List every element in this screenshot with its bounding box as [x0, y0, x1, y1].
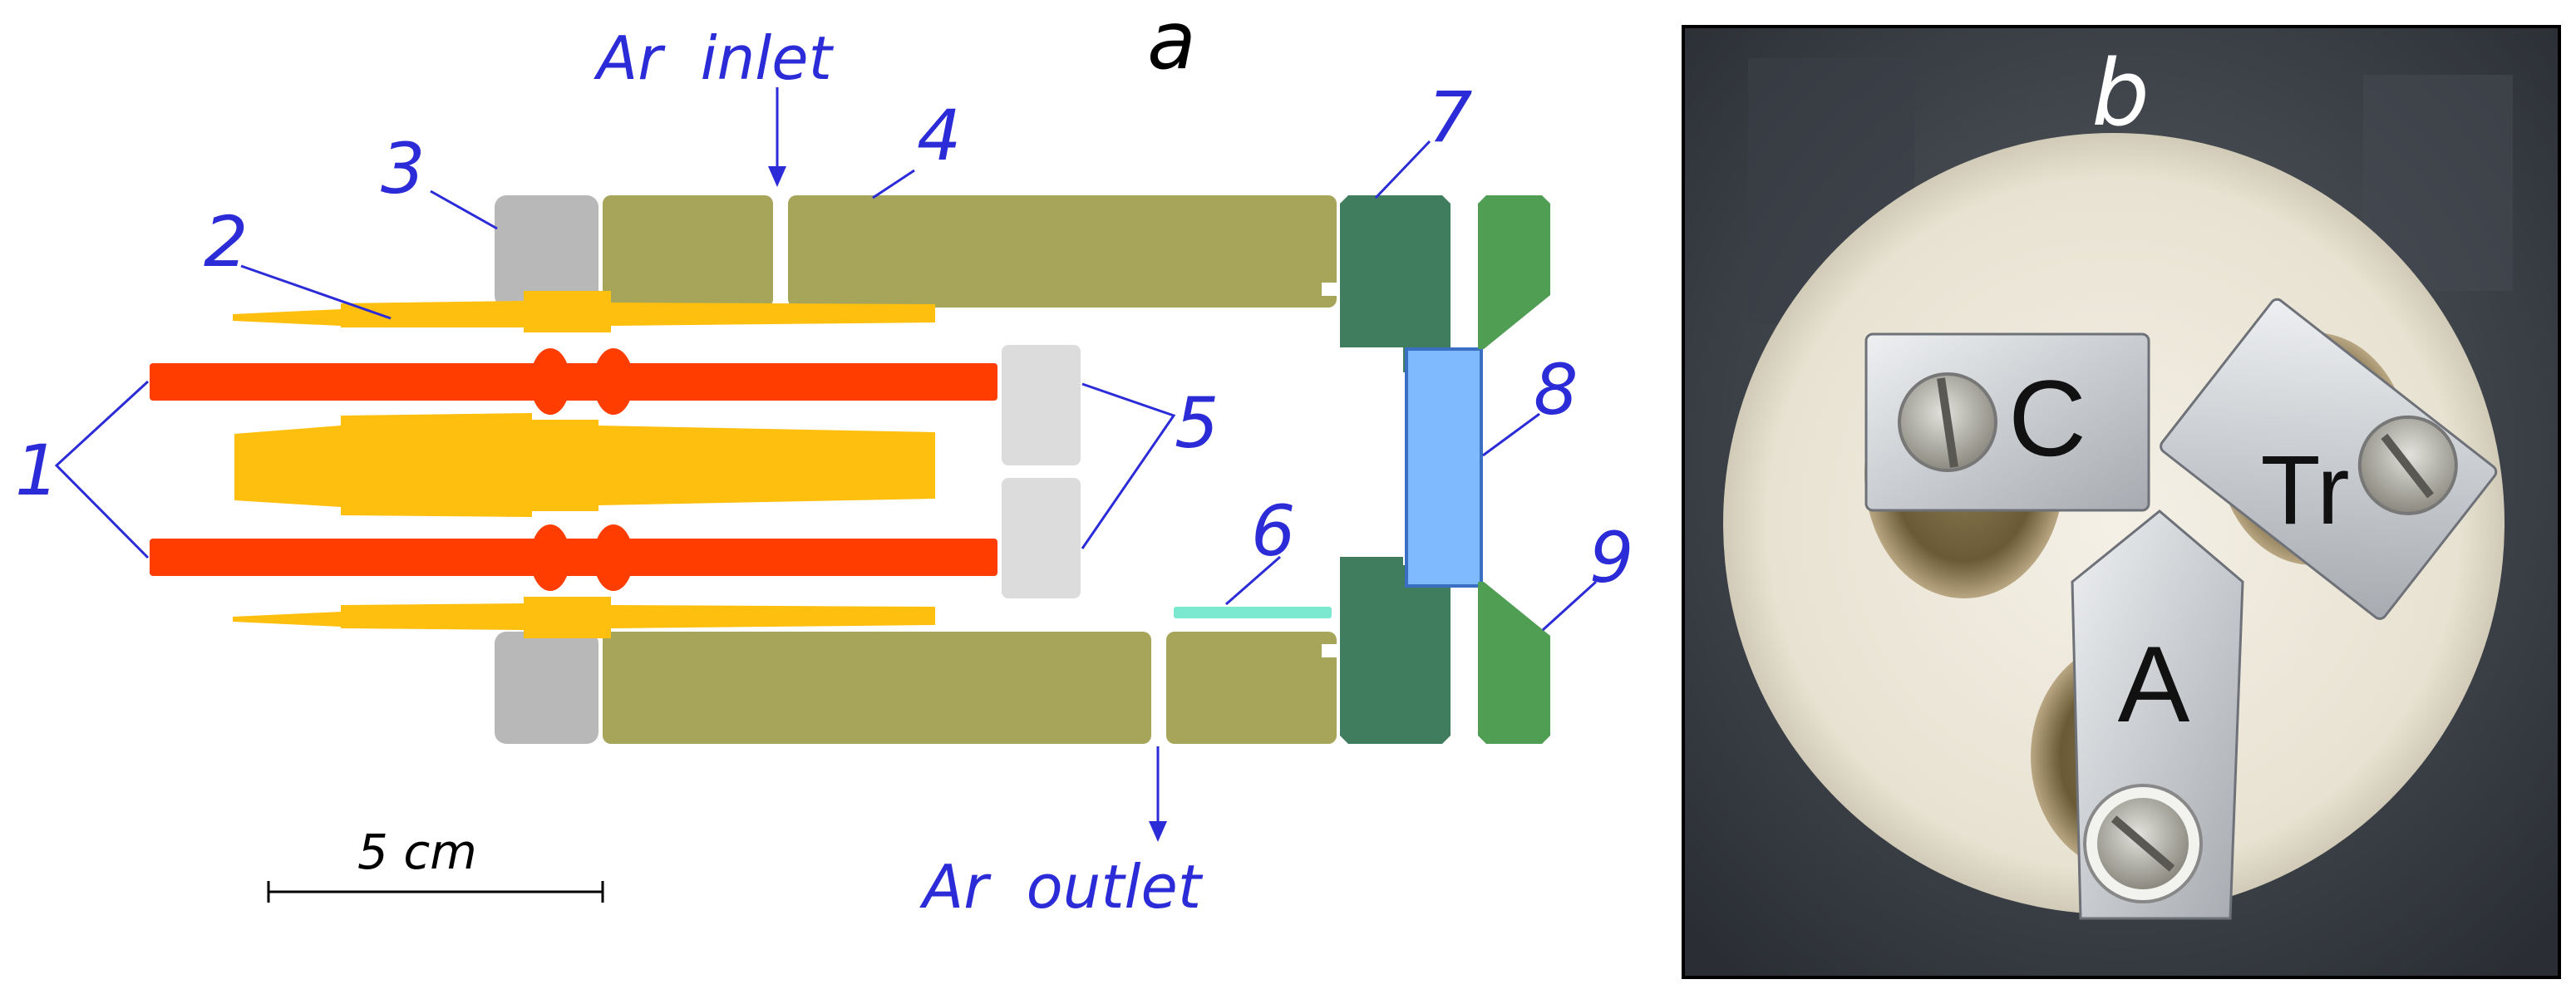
electrode-c-label: C	[2008, 357, 2086, 479]
callout-7: 7	[1428, 76, 1472, 158]
brass-sleeve-top	[233, 291, 935, 332]
leader-9	[1541, 580, 1598, 632]
insert-lower	[1002, 478, 1081, 598]
olive-body-bottom-left	[603, 632, 1151, 744]
electrode-a: A	[2071, 509, 2244, 920]
ar-inlet-arrowhead	[768, 166, 786, 187]
ar-inlet-label: Ar inlet	[594, 23, 835, 93]
callout-1: 1	[15, 430, 59, 511]
leader-2	[240, 264, 392, 320]
rod-bead	[530, 348, 570, 415]
dark-green-flange-top	[1340, 195, 1451, 372]
callout-2: 2	[204, 201, 248, 283]
gray-flange-bottom	[495, 632, 598, 744]
olive-notch-top	[1322, 283, 1340, 296]
photo-frame	[1682, 25, 2561, 979]
rod-bead	[594, 524, 633, 591]
panel-a-letter: a	[1147, 0, 1196, 87]
electrode-c: C	[1864, 332, 2150, 512]
callout-3: 3	[381, 128, 425, 209]
electrode-tr-label: Tr	[2261, 436, 2350, 545]
leader-5	[1081, 382, 1176, 549]
olive-body-bottom-right	[1166, 632, 1337, 744]
callout-8: 8	[1534, 349, 1578, 431]
leader-3	[430, 189, 498, 230]
callout-4: 4	[917, 95, 961, 176]
callout-5: 5	[1175, 382, 1219, 464]
sample-plate	[1174, 607, 1332, 618]
callout-6: 6	[1251, 490, 1295, 572]
electrode-a-label: A	[2118, 623, 2190, 745]
callout-9: 9	[1589, 517, 1633, 598]
dark-green-flange-bottom	[1340, 557, 1451, 744]
electrode-tr	[2160, 298, 2498, 620]
panel-b-letter: b	[2091, 40, 2150, 146]
leader-1	[54, 380, 150, 559]
olive-body-top-left	[603, 195, 773, 308]
electrode-rod-lower	[150, 539, 997, 576]
green-cap-top	[1478, 195, 1550, 349]
scale-label: 5 cm	[357, 824, 477, 880]
ar-outlet-arrowhead	[1149, 821, 1167, 842]
ar-outlet-label: Ar outlet	[919, 852, 1204, 922]
brass-center-block	[234, 413, 935, 517]
rod-bead	[594, 348, 633, 415]
rod-bead	[530, 524, 570, 591]
olive-body-top-right	[788, 195, 1337, 308]
leader-7	[1374, 140, 1431, 199]
leader-6	[1225, 555, 1281, 606]
electrode-rod-upper	[150, 363, 997, 401]
olive-notch-bottom	[1322, 644, 1340, 657]
leader-4	[872, 169, 915, 199]
window	[1405, 347, 1483, 588]
leader-8	[1482, 412, 1540, 457]
insert-upper	[1002, 345, 1081, 465]
green-cap-bottom	[1478, 582, 1550, 744]
brass-sleeve-bottom	[233, 597, 935, 638]
electrode-photo: C Tr A b	[1682, 25, 2561, 979]
schematic-diagram: a Ar inlet Ar outlet 5 cm 1 2 3 4 5 6 7 …	[15, 0, 1633, 922]
gray-flange-top	[495, 195, 598, 308]
